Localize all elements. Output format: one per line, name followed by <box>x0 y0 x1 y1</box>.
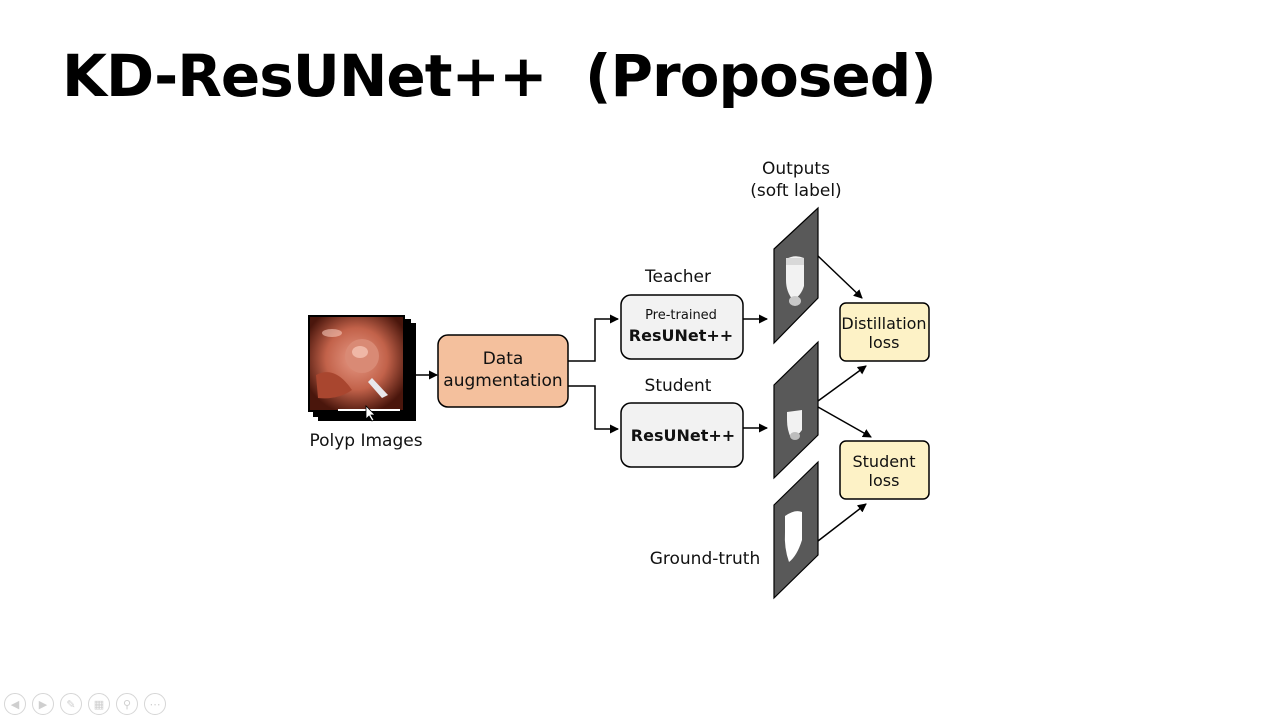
outputs-label-line1: Outputs <box>762 159 830 179</box>
zoom-icon[interactable]: ⚲ <box>116 693 138 715</box>
data-augmentation-box: Data augmentation <box>437 334 569 408</box>
polyp-image-stack <box>308 315 416 422</box>
pen-icon[interactable]: ✎ <box>60 693 82 715</box>
student-output-mask <box>773 340 819 480</box>
prev-icon[interactable]: ◀ <box>4 693 26 715</box>
student-caption: Student <box>645 376 712 396</box>
slide-title: KD-ResUNet++ (Proposed) <box>62 42 937 110</box>
teacher-line2: ResUNet++ <box>629 326 733 345</box>
teacher-output-mask <box>773 206 819 345</box>
ground-truth-mask <box>773 460 819 600</box>
distillation-line1: Distillation <box>841 314 926 333</box>
augmentation-line1: Data <box>483 349 524 369</box>
polyp-images-label: Polyp Images <box>309 431 422 451</box>
polyp-image <box>310 317 403 410</box>
augmentation-line2: augmentation <box>443 371 562 391</box>
slides-icon[interactable]: ▦ <box>88 693 110 715</box>
teacher-model-box: Pre-trained ResUNet++ <box>620 294 744 360</box>
next-icon[interactable]: ▶ <box>32 693 54 715</box>
mouse-cursor-icon <box>365 405 376 422</box>
distillation-loss-box: Distillation loss <box>839 302 930 362</box>
more-icon[interactable]: ⋯ <box>144 693 166 715</box>
distillation-line2: loss <box>869 333 900 352</box>
student-model-box: ResUNet++ <box>620 402 744 468</box>
student-loss-line1: Student <box>853 452 916 471</box>
slideshow-toolbar: ◀ ▶ ✎ ▦ ⚲ ⋯ <box>4 693 166 715</box>
student-loss-box: Student loss <box>839 440 930 500</box>
teacher-line1: Pre-trained <box>645 308 717 323</box>
student-line1: ResUNet++ <box>631 426 735 445</box>
outputs-label-line2: (soft label) <box>750 181 841 201</box>
teacher-caption: Teacher <box>644 267 711 287</box>
ground-truth-label: Ground-truth <box>650 549 761 569</box>
student-loss-line2: loss <box>869 471 900 490</box>
